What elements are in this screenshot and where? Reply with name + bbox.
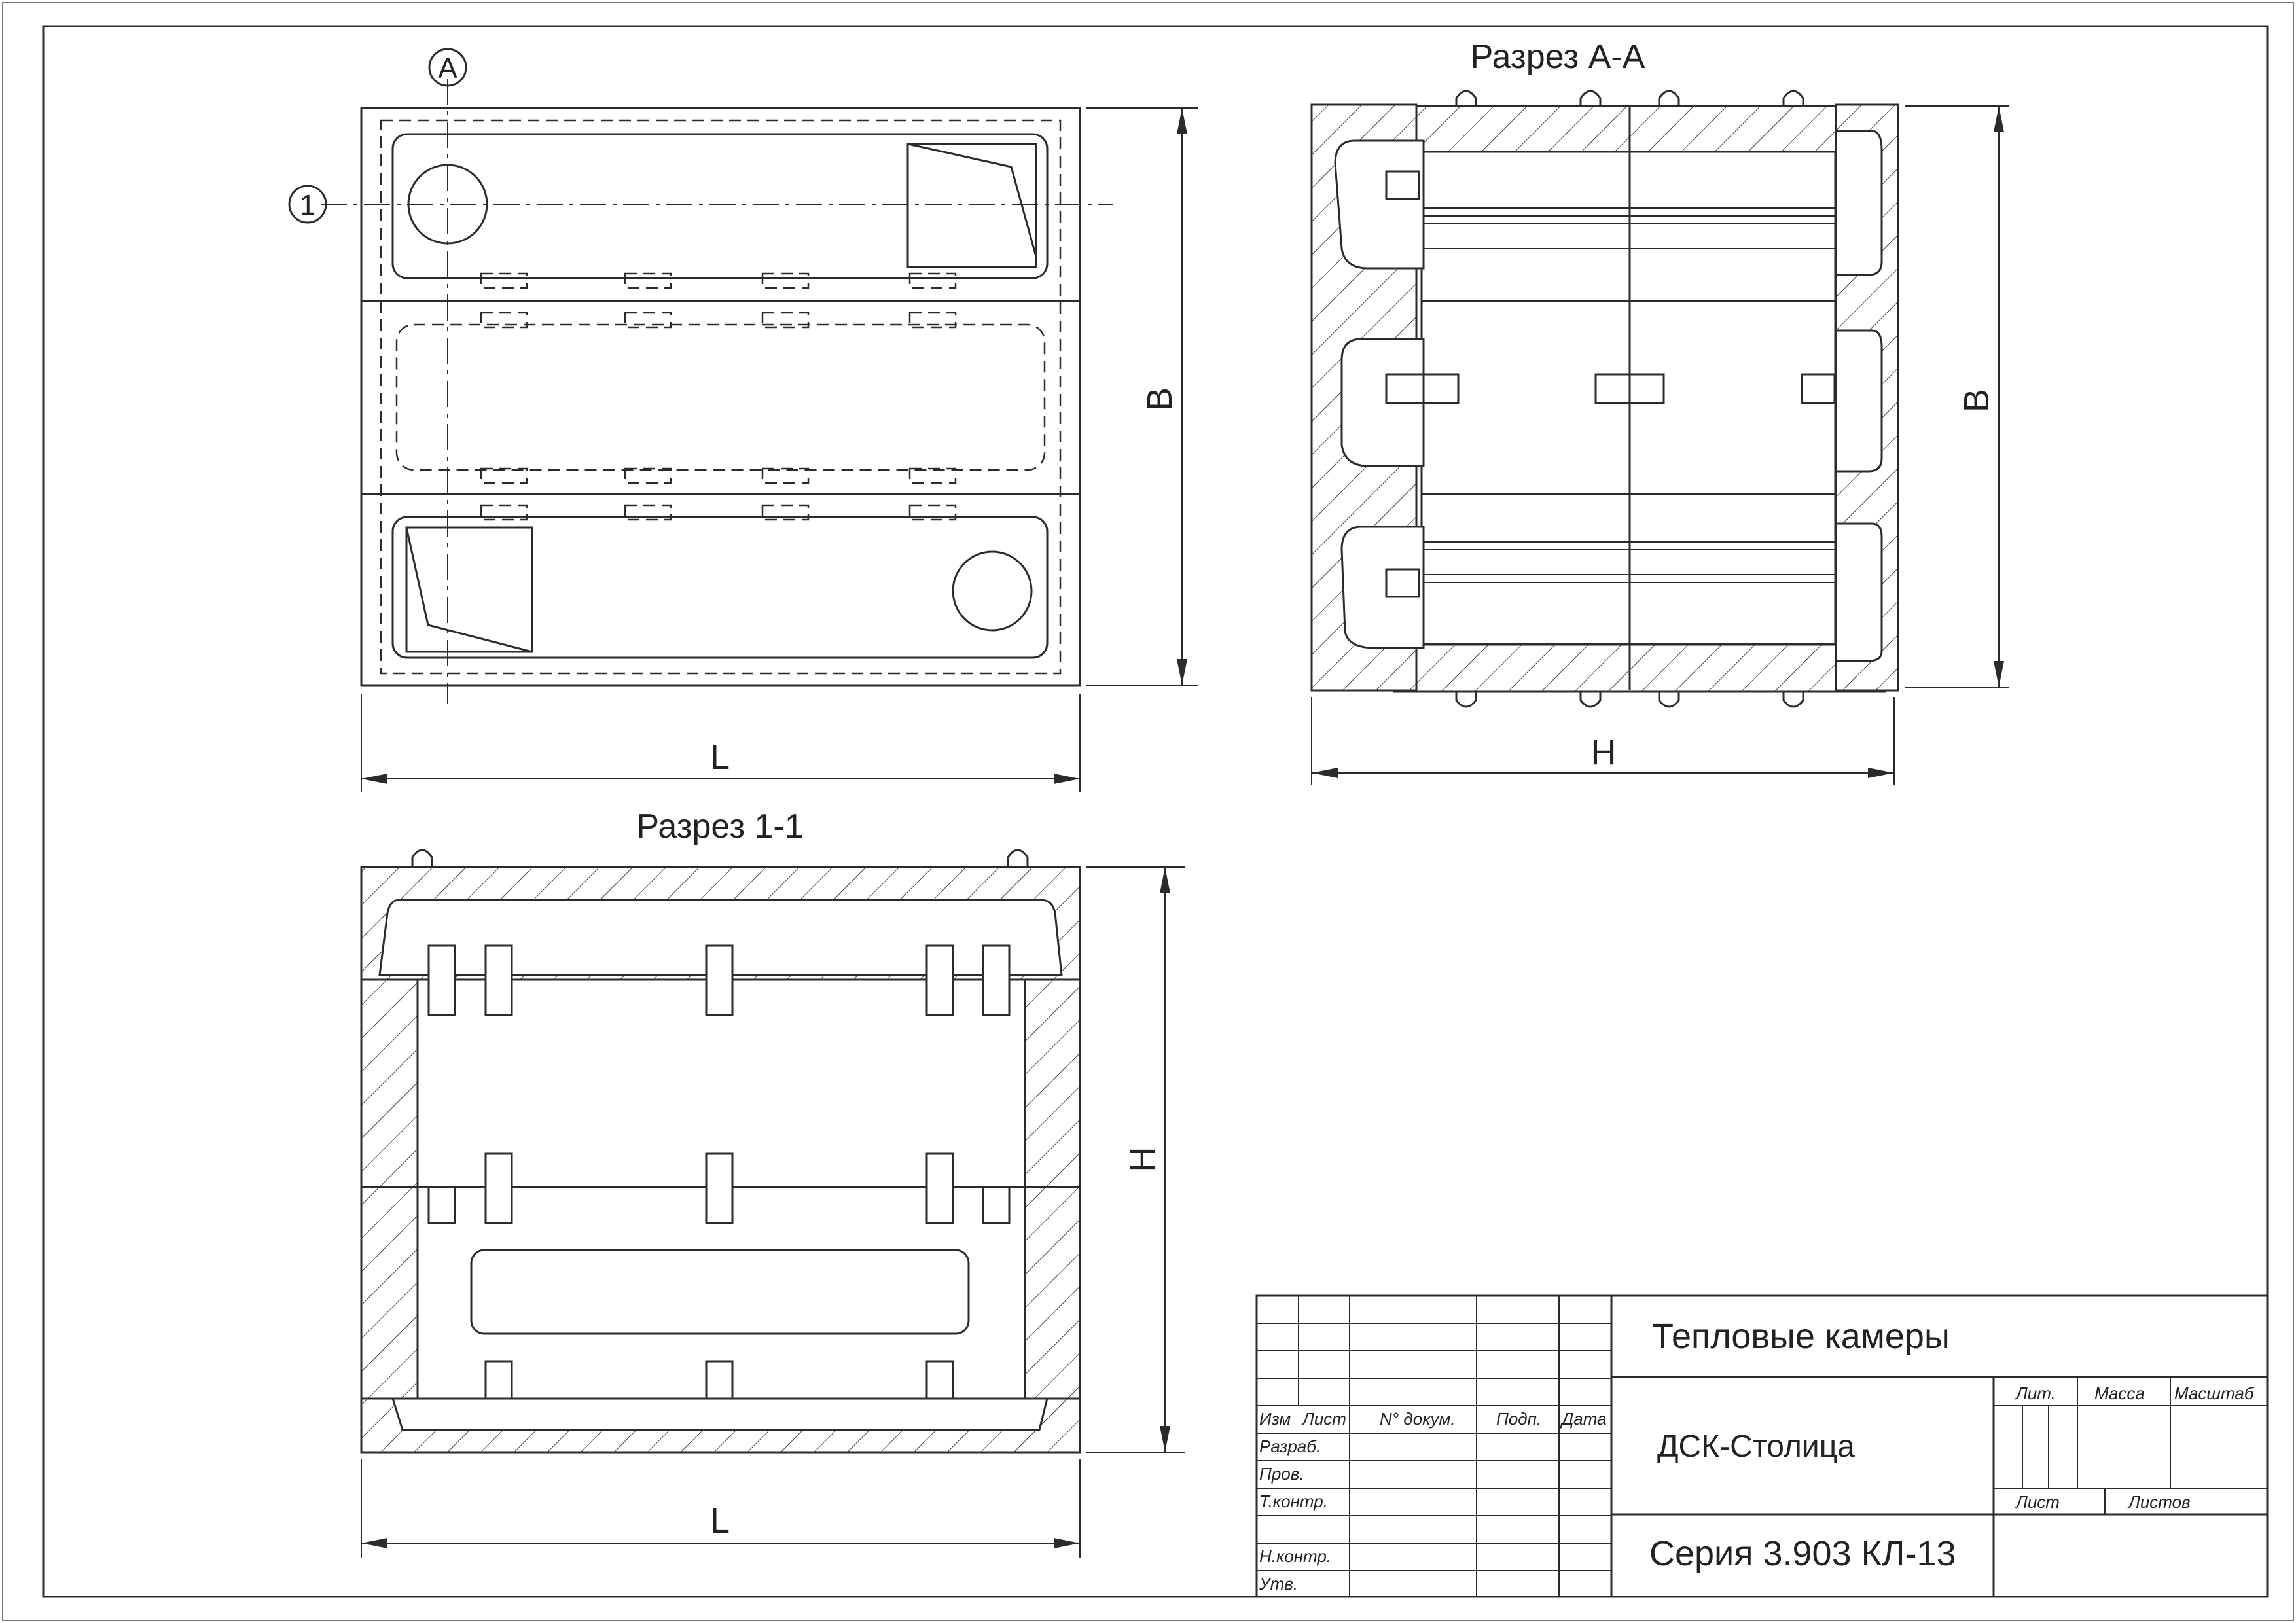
plan-view: А 1 L B (288, 48, 1198, 792)
tb-header-doc: N° докум. (1380, 1409, 1456, 1429)
drawing-frame (42, 25, 2269, 1598)
tb-series: Серия 3.903 КЛ-13 (1649, 1534, 1956, 1573)
tb-row-checked: Пров. (1259, 1464, 1304, 1484)
section-11-dim-l: L (710, 1501, 730, 1541)
section-marker-circle (428, 48, 467, 87)
tb-lit: Лит. (2015, 1383, 2056, 1403)
tb-header-izm: Изм (1259, 1409, 1291, 1429)
tb-organization: ДСК-Столица (1657, 1429, 1855, 1464)
axis-marker-label: 1 (300, 189, 315, 221)
tb-title: Тепловые камеры (1652, 1317, 1950, 1356)
tb-row-tcontrol: Т.контр. (1259, 1491, 1328, 1511)
axis-marker-circle (288, 185, 327, 224)
plan-dim-b: B (1140, 387, 1179, 411)
tb-row-ncontrol: Н.контр. (1259, 1546, 1331, 1566)
tb-header-sign: Подп. (1496, 1409, 1541, 1429)
tb-header-list: Лист (1301, 1409, 1346, 1429)
tb-mass: Масса (2094, 1383, 2145, 1403)
section-aa-view: Разрез А-А (1310, 38, 2009, 785)
section-marker-label: А (438, 52, 457, 84)
section-11-dim-h: H (1123, 1147, 1162, 1173)
tb-sheet: Лист (2015, 1492, 2060, 1512)
section-11-title: Разрез 1-1 (636, 808, 803, 846)
tb-header-date: Дата (1560, 1409, 1607, 1429)
plan-dim-l: L (710, 738, 730, 777)
tb-row-developed: Разраб. (1259, 1436, 1321, 1456)
section-aa-dim-b: B (1957, 389, 1996, 412)
section-aa-dim-h: H (1591, 733, 1617, 772)
tb-sheets: Листов (2127, 1492, 2191, 1512)
title-block: Изм Лист N° докум. Подп. Дата Разраб. Пр… (1255, 1294, 2269, 1598)
tb-scale: Масштаб (2174, 1383, 2255, 1403)
tb-row-approved: Утв. (1259, 1574, 1298, 1594)
section-aa-title: Разрез А-А (1471, 38, 1645, 76)
section-11-view: Разрез 1-1 (360, 808, 1185, 1558)
